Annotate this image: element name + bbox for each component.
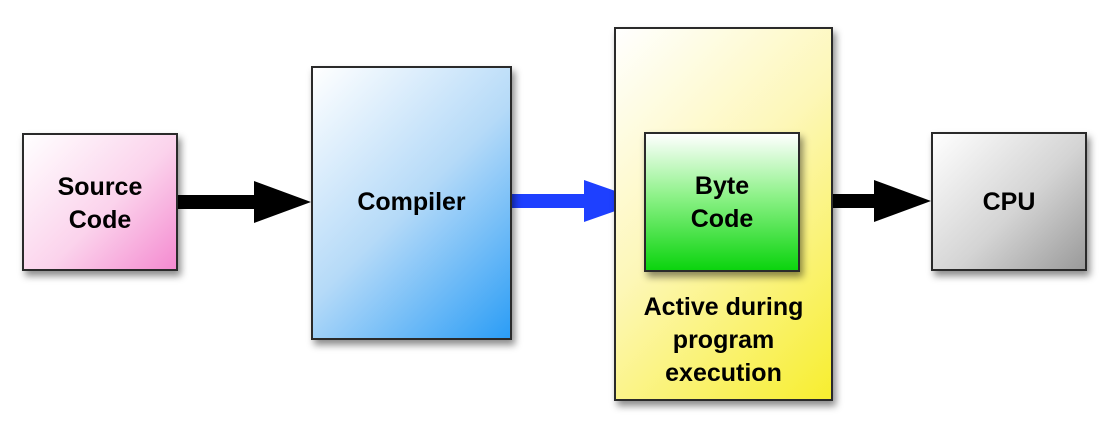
byte-code-node: Byte Code [644, 132, 800, 272]
byte-code-label: Byte Code [690, 172, 754, 233]
cpu-label: CPU [982, 188, 1036, 216]
cpu-node: CPU [931, 132, 1087, 271]
source-code-label: Source Code [57, 173, 143, 234]
arrow-source-to-compiler [178, 181, 311, 223]
runtime-note-label: Active during program execution [643, 293, 804, 387]
source-code-node: Source Code [22, 133, 178, 271]
compiler-label: Compiler [357, 188, 466, 216]
compiler-node: Compiler [311, 66, 512, 340]
